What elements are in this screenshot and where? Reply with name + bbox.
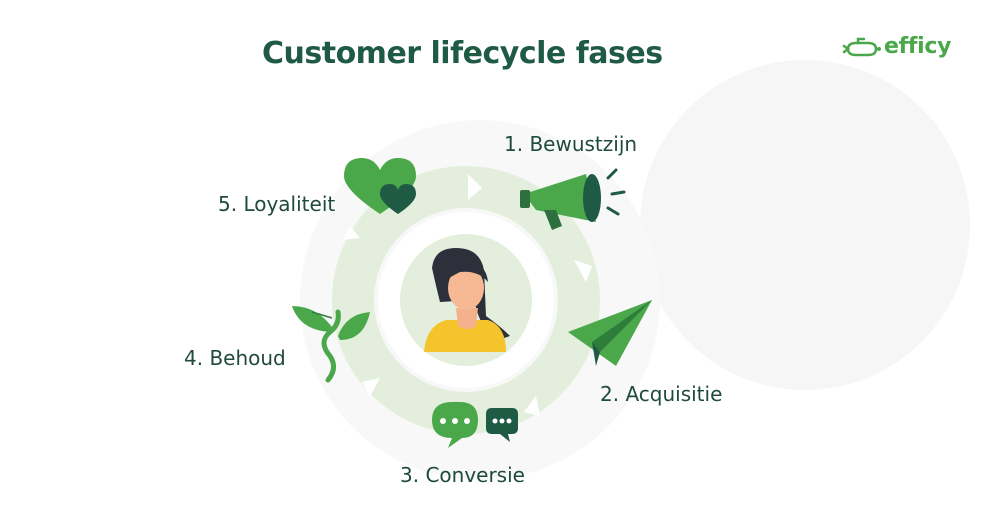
paper-plane-icon	[568, 300, 652, 366]
stage-label-behoud: 4. Behoud	[184, 346, 286, 370]
chat-bubbles-icon	[432, 402, 518, 448]
page-title: Customer lifecycle fases	[262, 36, 663, 71]
sprout-icon	[292, 306, 370, 383]
background-blob	[640, 60, 970, 390]
logo-text: efficy	[884, 34, 952, 59]
stage-label-loyaliteit: 5. Loyaliteit	[218, 192, 336, 216]
stage-label-acquisitie: 2. Acquisitie	[600, 382, 723, 406]
efficy-logo: efficy	[842, 34, 951, 59]
hearts-icon	[344, 158, 416, 214]
stage-label-bewustzijn: 1. Bewustzijn	[504, 132, 638, 156]
stage-label-conversie: 3. Conversie	[400, 463, 525, 487]
submarine-icon	[842, 37, 881, 56]
megaphone-icon	[520, 168, 626, 230]
customer-avatar-icon	[400, 234, 532, 366]
